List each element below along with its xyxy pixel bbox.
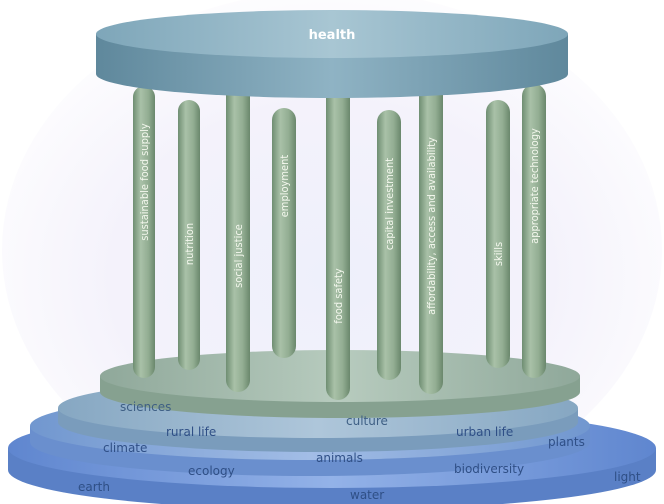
label-light: light	[614, 470, 641, 484]
pillar-appropriate-technology: appropriate technology	[522, 84, 546, 378]
pillar-nutrition: nutrition	[178, 100, 200, 370]
pillar-label: social justice	[232, 224, 245, 288]
roof: health	[96, 10, 568, 98]
label-water: water	[350, 488, 384, 502]
pillar-affordability: affordability, access and availability	[419, 64, 443, 394]
pillar-label: employment	[278, 155, 291, 218]
pillars: sustainable food supply nutrition social…	[133, 62, 546, 400]
label-plants: plants	[548, 435, 585, 449]
label-sciences: sciences	[120, 400, 171, 414]
label-animals: animals	[316, 451, 363, 465]
pillar-food-safety: food safety	[326, 62, 350, 400]
pillar-label: food safety	[332, 268, 345, 324]
pillar-social-justice: social justice	[226, 66, 250, 392]
pillar-label: sustainable food supply	[138, 123, 151, 241]
pillar-label: capital investment	[383, 158, 396, 250]
pillar-employment: employment	[272, 108, 296, 358]
label-climate: climate	[103, 441, 147, 455]
label-urban-life: urban life	[456, 425, 513, 439]
roof-label: health	[309, 28, 356, 43]
label-rural-life: rural life	[166, 425, 216, 439]
tier-labels: sciences culture rural life urban life c…	[78, 400, 641, 502]
label-culture: culture	[346, 414, 388, 428]
pillar-capital-investment: capital investment	[377, 110, 401, 380]
pillar-label: appropriate technology	[528, 128, 541, 244]
label-earth: earth	[78, 480, 110, 494]
label-ecology: ecology	[188, 464, 235, 478]
pillar-sustainable-food-supply: sustainable food supply	[133, 86, 155, 378]
label-biodiversity: biodiversity	[454, 462, 524, 476]
pillar-label: affordability, access and availability	[425, 137, 438, 315]
pillar-label: skills	[492, 242, 505, 266]
pillar-skills: skills	[486, 100, 510, 368]
pillar-label: nutrition	[183, 223, 196, 265]
